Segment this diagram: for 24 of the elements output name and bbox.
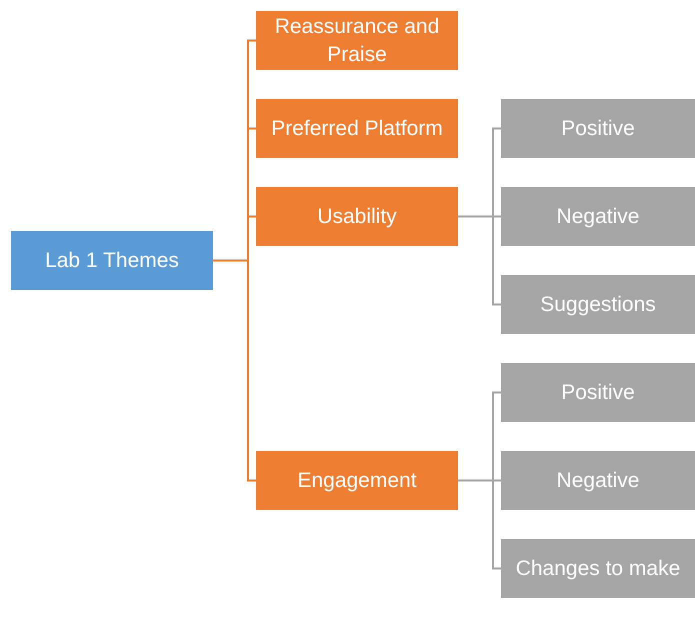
node-label: Lab 1 Themes [45,248,179,274]
node-label: Negative [556,468,640,494]
node-label: Changes to make [516,556,680,582]
node-label: Positive [561,380,635,406]
subtheme-box [501,187,695,246]
root-box [11,231,213,290]
theme-box [256,99,458,158]
subtheme-box [501,99,695,158]
node-label: Preferred Platform [271,116,443,142]
subtheme-box [501,539,695,598]
node-label: Positive [561,116,635,142]
subtheme-box [501,275,695,334]
theme-box [256,451,458,510]
connector-line [458,216,501,306]
node-label: Negative [556,204,640,230]
subtheme-box [501,451,695,510]
theme-box [256,11,458,70]
theme-box [256,187,458,246]
node-label: Engagement [297,468,417,494]
subtheme-box [501,363,695,422]
node-label: Suggestions [540,292,656,318]
connector-line [458,480,501,570]
node-label: Reassurance and Praise [274,14,440,68]
node-label: Usability [317,204,397,230]
